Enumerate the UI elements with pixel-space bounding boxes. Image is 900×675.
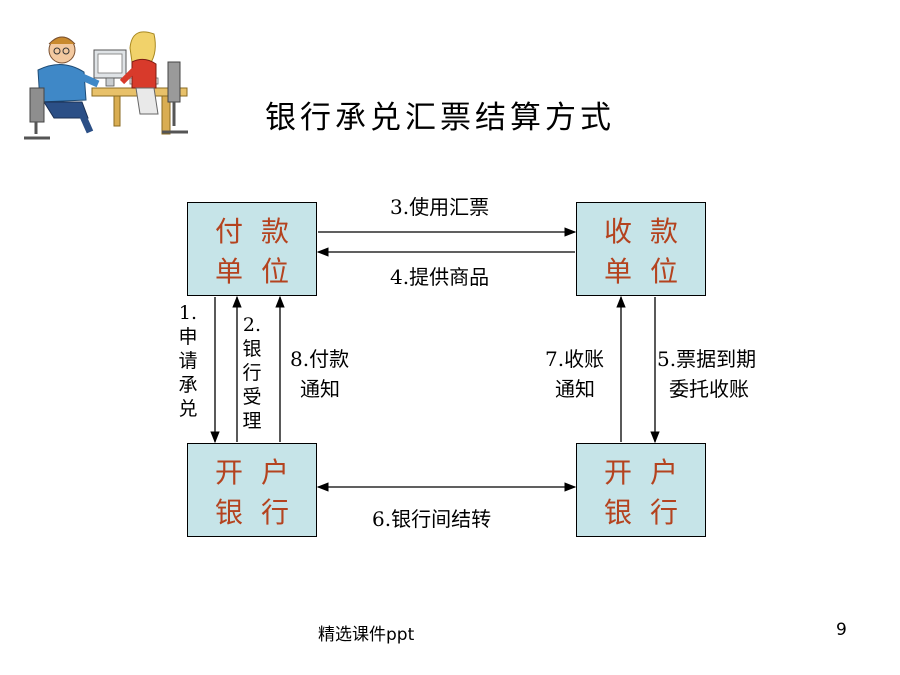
office-workers-clipart (24, 31, 188, 140)
page-number: 9 (836, 620, 847, 640)
node-payee-bank-line1: 开户 (603, 456, 696, 489)
node-payer-line2: 单位 (214, 255, 307, 288)
node-payer-unit: 付款 单位 (187, 202, 317, 296)
edge-label-8-line2: 通知 (300, 377, 340, 401)
edge-label-6: 6.银行间结转 (372, 507, 492, 531)
edge-label-5-line2: 委托收账 (669, 377, 749, 401)
edge-label-2: 2.银行受理 (242, 314, 262, 432)
edge-label-4: 4.提供商品 (390, 265, 490, 289)
node-payee-unit: 收款 单位 (576, 202, 706, 296)
node-payer-line1: 付款 (214, 215, 307, 248)
node-payee-line1: 收款 (603, 215, 696, 248)
node-payer-bank-line2: 银行 (214, 496, 307, 529)
edge-label-8-line1: 8.付款 (290, 347, 350, 371)
page-title: 银行承兑汇票结算方式 (265, 100, 615, 136)
footer-text: 精选课件ppt (318, 625, 415, 645)
node-payee-bank: 开户 银行 (576, 443, 706, 537)
node-payee-bank-line2: 银行 (603, 496, 696, 529)
edge-label-7-line2: 通知 (555, 377, 595, 401)
node-payer-bank-line1: 开户 (214, 456, 307, 489)
node-payee-line2: 单位 (603, 255, 696, 288)
edge-label-5-line1: 5.票据到期 (657, 347, 757, 371)
edge-label-3: 3.使用汇票 (390, 195, 490, 219)
edge-label-1: 1.申请承兑 (178, 302, 198, 420)
node-payer-bank: 开户 银行 (187, 443, 317, 537)
edge-label-7-line1: 7.收账 (545, 347, 605, 371)
